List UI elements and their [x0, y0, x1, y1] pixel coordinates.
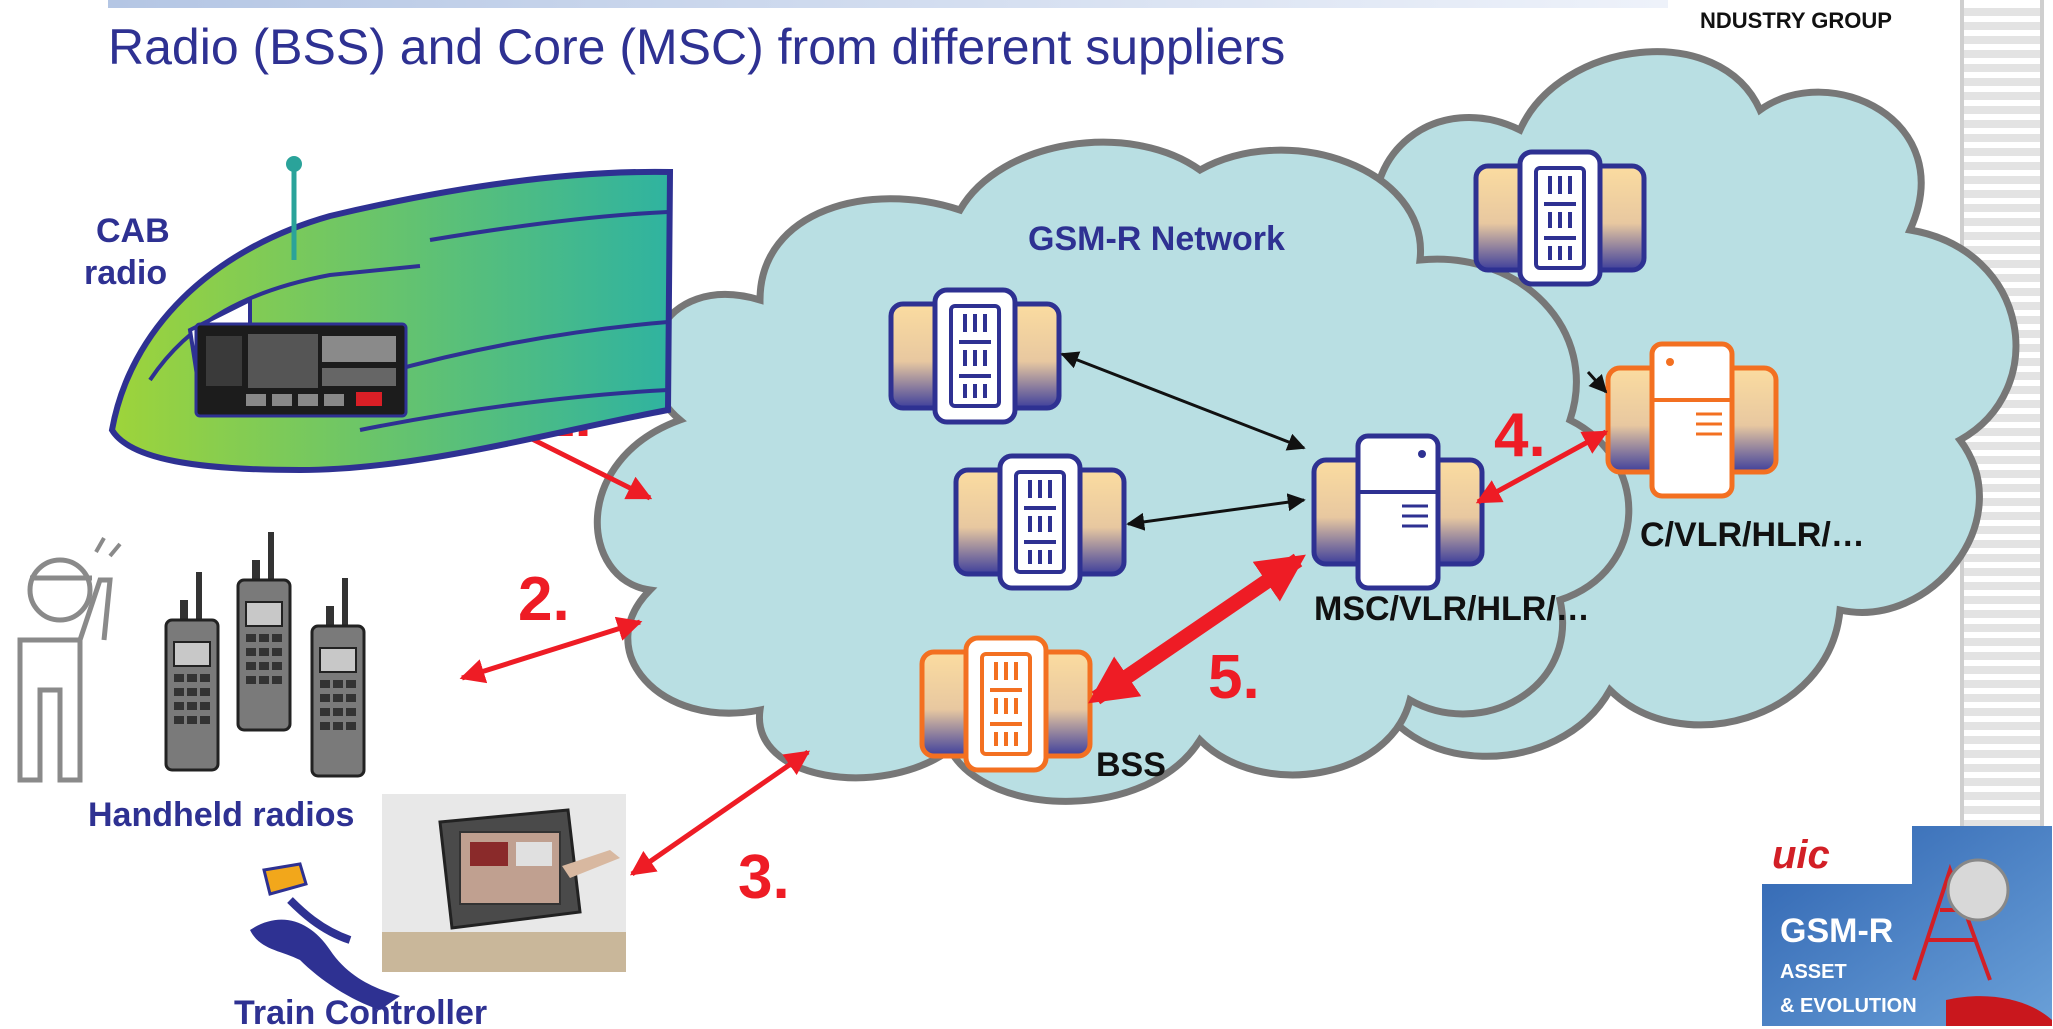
rail-tie	[1964, 694, 2040, 702]
interface-label-3: 3.	[738, 843, 790, 912]
page-title: Radio (BSS) and Core (MSC) from differen…	[108, 19, 1285, 75]
rail-tie	[1964, 8, 2040, 16]
rail-tie	[1964, 498, 2040, 506]
rail-tie	[1964, 204, 2040, 212]
handheld-radio-1	[164, 570, 220, 772]
rail-tie	[1964, 666, 2040, 674]
handheld-radio-3	[310, 576, 366, 778]
link-bss-top-to-msc	[1060, 351, 1306, 451]
interface-arrow-3	[629, 749, 811, 877]
rail-tie	[1964, 806, 2040, 814]
rail-tie	[1964, 218, 2040, 226]
interface-arrow-4	[1475, 429, 1609, 505]
bss-label: BSS	[1096, 746, 1166, 784]
back-cloud-bss-device	[1476, 152, 1644, 284]
rail-tie	[1964, 456, 2040, 464]
handheld-radios-label: Handheld radios	[88, 796, 354, 834]
rail-tie	[1964, 736, 2040, 744]
logo-line1: ASSET	[1780, 961, 1847, 983]
handheld-user-figure	[17, 537, 122, 783]
interface-label-2: 2.	[518, 565, 570, 634]
train-controller-photo	[382, 794, 626, 972]
rail-tie	[1964, 540, 2040, 548]
rail-tie	[1964, 750, 2040, 758]
rail-tie	[1964, 554, 2040, 562]
rail-tie	[1964, 36, 2040, 44]
rail-tie	[1964, 512, 2040, 520]
rail-tie	[1964, 652, 2040, 660]
core-label-second: C/VLR/HLR/…	[1640, 516, 1865, 554]
rail-tie	[1964, 638, 2040, 646]
group-label: NDUSTRY GROUP	[1700, 8, 1892, 33]
network-label: GSM-R Network	[1028, 220, 1285, 258]
bss-device-middle	[956, 456, 1124, 588]
interface-arrow-2	[459, 616, 643, 684]
interface-label-4: 4.	[1494, 401, 1546, 470]
rail-tie	[1964, 22, 2040, 30]
rail-tie	[1964, 624, 2040, 632]
rail-tie	[1964, 50, 2040, 58]
rail-tie	[1964, 484, 2040, 492]
rail-tie	[1964, 610, 2040, 618]
logo-line2: & EVOLUTION	[1780, 995, 1917, 1017]
rail-tie	[1964, 708, 2040, 716]
interface-arrow-5	[1088, 553, 1306, 705]
cab-radio-label-line1: CAB	[96, 212, 170, 250]
rail-tie	[1964, 568, 2040, 576]
rail-tie	[1964, 78, 2040, 86]
rail-tie	[1964, 470, 2040, 478]
interface-label-5: 5.	[1208, 643, 1260, 712]
core-label-main: MSC/VLR/HLR/…	[1314, 590, 1590, 628]
rail-tie	[1964, 148, 2040, 156]
cab-radio-label-line2: radio	[84, 254, 167, 292]
bss-device-top	[891, 290, 1059, 422]
second-core-msc-device	[1608, 344, 1776, 496]
rail-tie	[1964, 526, 2040, 534]
rail-tie	[1964, 134, 2040, 142]
header-bar	[108, 0, 1668, 8]
controller-person-figure	[250, 862, 400, 1010]
uic-gsmr-logo: uic GSM-R ASSET & EVOLUTION	[1762, 826, 2052, 1026]
rail-tie	[1964, 190, 2040, 198]
rail-tie	[1964, 176, 2040, 184]
rail-tie	[1964, 120, 2040, 128]
rail-tie	[1964, 106, 2040, 114]
logo-org: uic	[1772, 833, 1830, 877]
rail-tie	[1964, 680, 2040, 688]
rail-tie	[1964, 64, 2040, 72]
rail-tie	[1964, 820, 2040, 828]
rail-tie	[1964, 92, 2040, 100]
link-bss-middle-to-msc	[1126, 493, 1306, 531]
core-msc-device	[1314, 436, 1482, 588]
rail-tie	[1964, 274, 2040, 282]
train-controller-label: Train Controller	[234, 994, 487, 1029]
rail-tie	[1964, 414, 2040, 422]
rail-tie	[1964, 260, 2040, 268]
rail-tie	[1964, 232, 2040, 240]
rail-tie	[1964, 162, 2040, 170]
rail-tie	[1964, 582, 2040, 590]
handheld-radio-2	[236, 530, 292, 732]
train-illustration	[108, 156, 674, 474]
logo-title: GSM-R	[1780, 912, 1893, 950]
rail-tie	[1964, 428, 2040, 436]
rail-tie	[1964, 778, 2040, 786]
rail-tie	[1964, 792, 2040, 800]
rail-tie	[1964, 442, 2040, 450]
rail-tie	[1964, 764, 2040, 772]
rail-tie	[1964, 596, 2040, 604]
cab-radio-device	[194, 322, 408, 418]
bss-device-orange	[922, 638, 1090, 770]
rail-tie	[1964, 246, 2040, 254]
rail-tie	[1964, 722, 2040, 730]
link-back-to-second-core	[1586, 370, 1608, 394]
